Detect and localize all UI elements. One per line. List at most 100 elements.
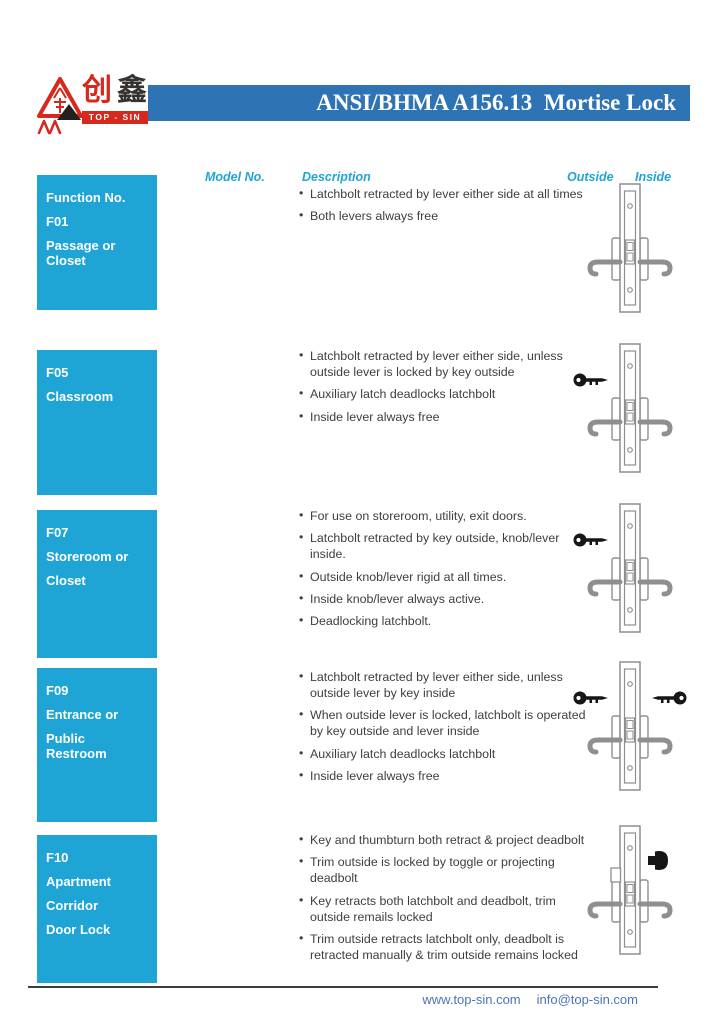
- screw-bottom-icon: [627, 929, 633, 935]
- logo-brand-text: TOP - SIN: [82, 111, 148, 124]
- lock-diagram: [568, 338, 692, 483]
- function-line: F10: [46, 850, 69, 865]
- latchbolt: [624, 239, 636, 265]
- function-line: Corridor: [46, 898, 98, 913]
- outside-lever: [587, 579, 623, 597]
- column-header-outside: Outside: [567, 170, 614, 184]
- description-bullet: Latchbolt retracted by lever either side…: [298, 348, 598, 381]
- outside-escutcheon: [611, 715, 621, 759]
- column-header-inside: Inside: [635, 170, 672, 184]
- inside-lever: [637, 419, 673, 437]
- description-bullet: Both levers always free: [298, 208, 598, 225]
- inside-lever: [637, 579, 673, 597]
- column-header-description: Description: [302, 170, 371, 184]
- outside-lever: [587, 901, 623, 919]
- email-link[interactable]: info@top-sin.com: [536, 992, 638, 1007]
- logo-triangle-icon: [37, 77, 83, 135]
- outside-escutcheon: [611, 879, 621, 923]
- description-list: Latchbolt retracted by lever either side…: [298, 348, 598, 432]
- screw-bottom-icon: [627, 447, 633, 453]
- description-bullet: Key retracts both latchbolt and deadbolt…: [298, 893, 598, 926]
- inside-lever: [637, 737, 673, 755]
- screw-top-icon: [627, 363, 633, 369]
- key-outside-icon: [573, 533, 608, 547]
- logo: 创鑫 TOP - SIN: [36, 73, 158, 140]
- thumbturn-icon: [648, 851, 668, 870]
- mortise-lock-diagram: [573, 661, 687, 791]
- outside-escutcheon: [611, 557, 621, 601]
- description-bullet: When outside lever is locked, latchbolt …: [298, 707, 598, 740]
- footer-links: www.top-sin.com info@top-sin.com: [422, 992, 638, 1007]
- inside-escutcheon: [639, 879, 649, 923]
- latchbolt: [624, 881, 636, 907]
- description-bullet: Auxiliary latch deadlocks latchbolt: [298, 386, 598, 403]
- latchbolt: [624, 399, 636, 425]
- inside-lever: [637, 901, 673, 919]
- function-line: Door Lock: [46, 922, 111, 937]
- mortise-lock-diagram: [587, 183, 673, 313]
- function-line: Closet: [46, 573, 86, 588]
- key-outside-icon: [573, 373, 608, 387]
- outside-lever: [587, 419, 623, 437]
- function-line: Apartment: [46, 874, 112, 889]
- function-line: Storeroom or: [46, 549, 129, 564]
- website-link[interactable]: www.top-sin.com: [422, 992, 521, 1007]
- function-line: Public Restroom: [46, 731, 107, 761]
- logo-char-xin: 鑫: [117, 73, 152, 108]
- outside-lever: [587, 259, 623, 277]
- screw-bottom-icon: [627, 765, 633, 771]
- description-list: Latchbolt retracted by lever either side…: [298, 669, 598, 791]
- column-header-model-no: Model No.: [205, 170, 265, 184]
- function-line: Passage or Closet: [46, 238, 116, 268]
- inside-escutcheon: [639, 397, 649, 441]
- screw-top-icon: [627, 523, 633, 529]
- screw-bottom-icon: [627, 287, 633, 293]
- lock-diagram: [568, 498, 692, 643]
- description-list: Key and thumbturn both retract & project…: [298, 832, 598, 970]
- description-bullet: For use on storeroom, utility, exit door…: [298, 508, 598, 525]
- function-line: Entrance or: [46, 707, 119, 722]
- inside-escutcheon: [639, 557, 649, 601]
- description-list: Latchbolt retracted by lever either side…: [298, 186, 598, 232]
- logo-char-chuang: 创: [82, 73, 117, 108]
- outside-escutcheon: [611, 237, 621, 281]
- inside-escutcheon: [639, 237, 649, 281]
- lock-diagram: [568, 820, 692, 965]
- function-line: Classroom: [46, 389, 114, 404]
- description-bullet: Inside lever always free: [298, 409, 598, 426]
- latchbolt: [624, 559, 636, 585]
- screw-bottom-icon: [627, 607, 633, 613]
- description-bullet: Inside lever always free: [298, 768, 598, 785]
- logo-chinese-characters: 创鑫: [82, 73, 152, 109]
- key-outside-icon: [573, 691, 608, 705]
- outside-lever: [587, 737, 623, 755]
- outside-escutcheon: [611, 397, 621, 441]
- description-bullet: Auxiliary latch deadlocks latchbolt: [298, 746, 598, 763]
- screw-top-icon: [627, 681, 633, 687]
- description-bullet: Outside knob/lever rigid at all times.: [298, 569, 598, 586]
- title-banner: ANSI/BHMA A156.13 Mortise Lock: [148, 85, 690, 121]
- function-line: F01: [46, 214, 69, 229]
- description-bullet: Trim outside retracts latchbolt only, de…: [298, 931, 598, 964]
- description-bullet: Latchbolt retracted by lever either side…: [298, 186, 598, 203]
- description-bullet: Trim outside is locked by toggle or proj…: [298, 854, 598, 887]
- description-bullet: Deadlocking latchbolt.: [298, 613, 598, 630]
- function-line: F07: [46, 525, 69, 540]
- description-bullet: Latchbolt retracted by lever either side…: [298, 669, 598, 702]
- latchbolt: [624, 717, 636, 743]
- function-line: F09: [46, 683, 69, 698]
- description-bullet: Inside knob/lever always active.: [298, 591, 598, 608]
- description-bullet: Latchbolt retracted by key outside, knob…: [298, 530, 598, 563]
- mortise-lock-diagram: [573, 503, 673, 633]
- footer-divider: [28, 986, 658, 988]
- lock-diagram: [568, 656, 692, 801]
- key-inside-icon: [652, 691, 687, 705]
- description-bullet: Key and thumbturn both retract & project…: [298, 832, 598, 849]
- screw-top-icon: [627, 845, 633, 851]
